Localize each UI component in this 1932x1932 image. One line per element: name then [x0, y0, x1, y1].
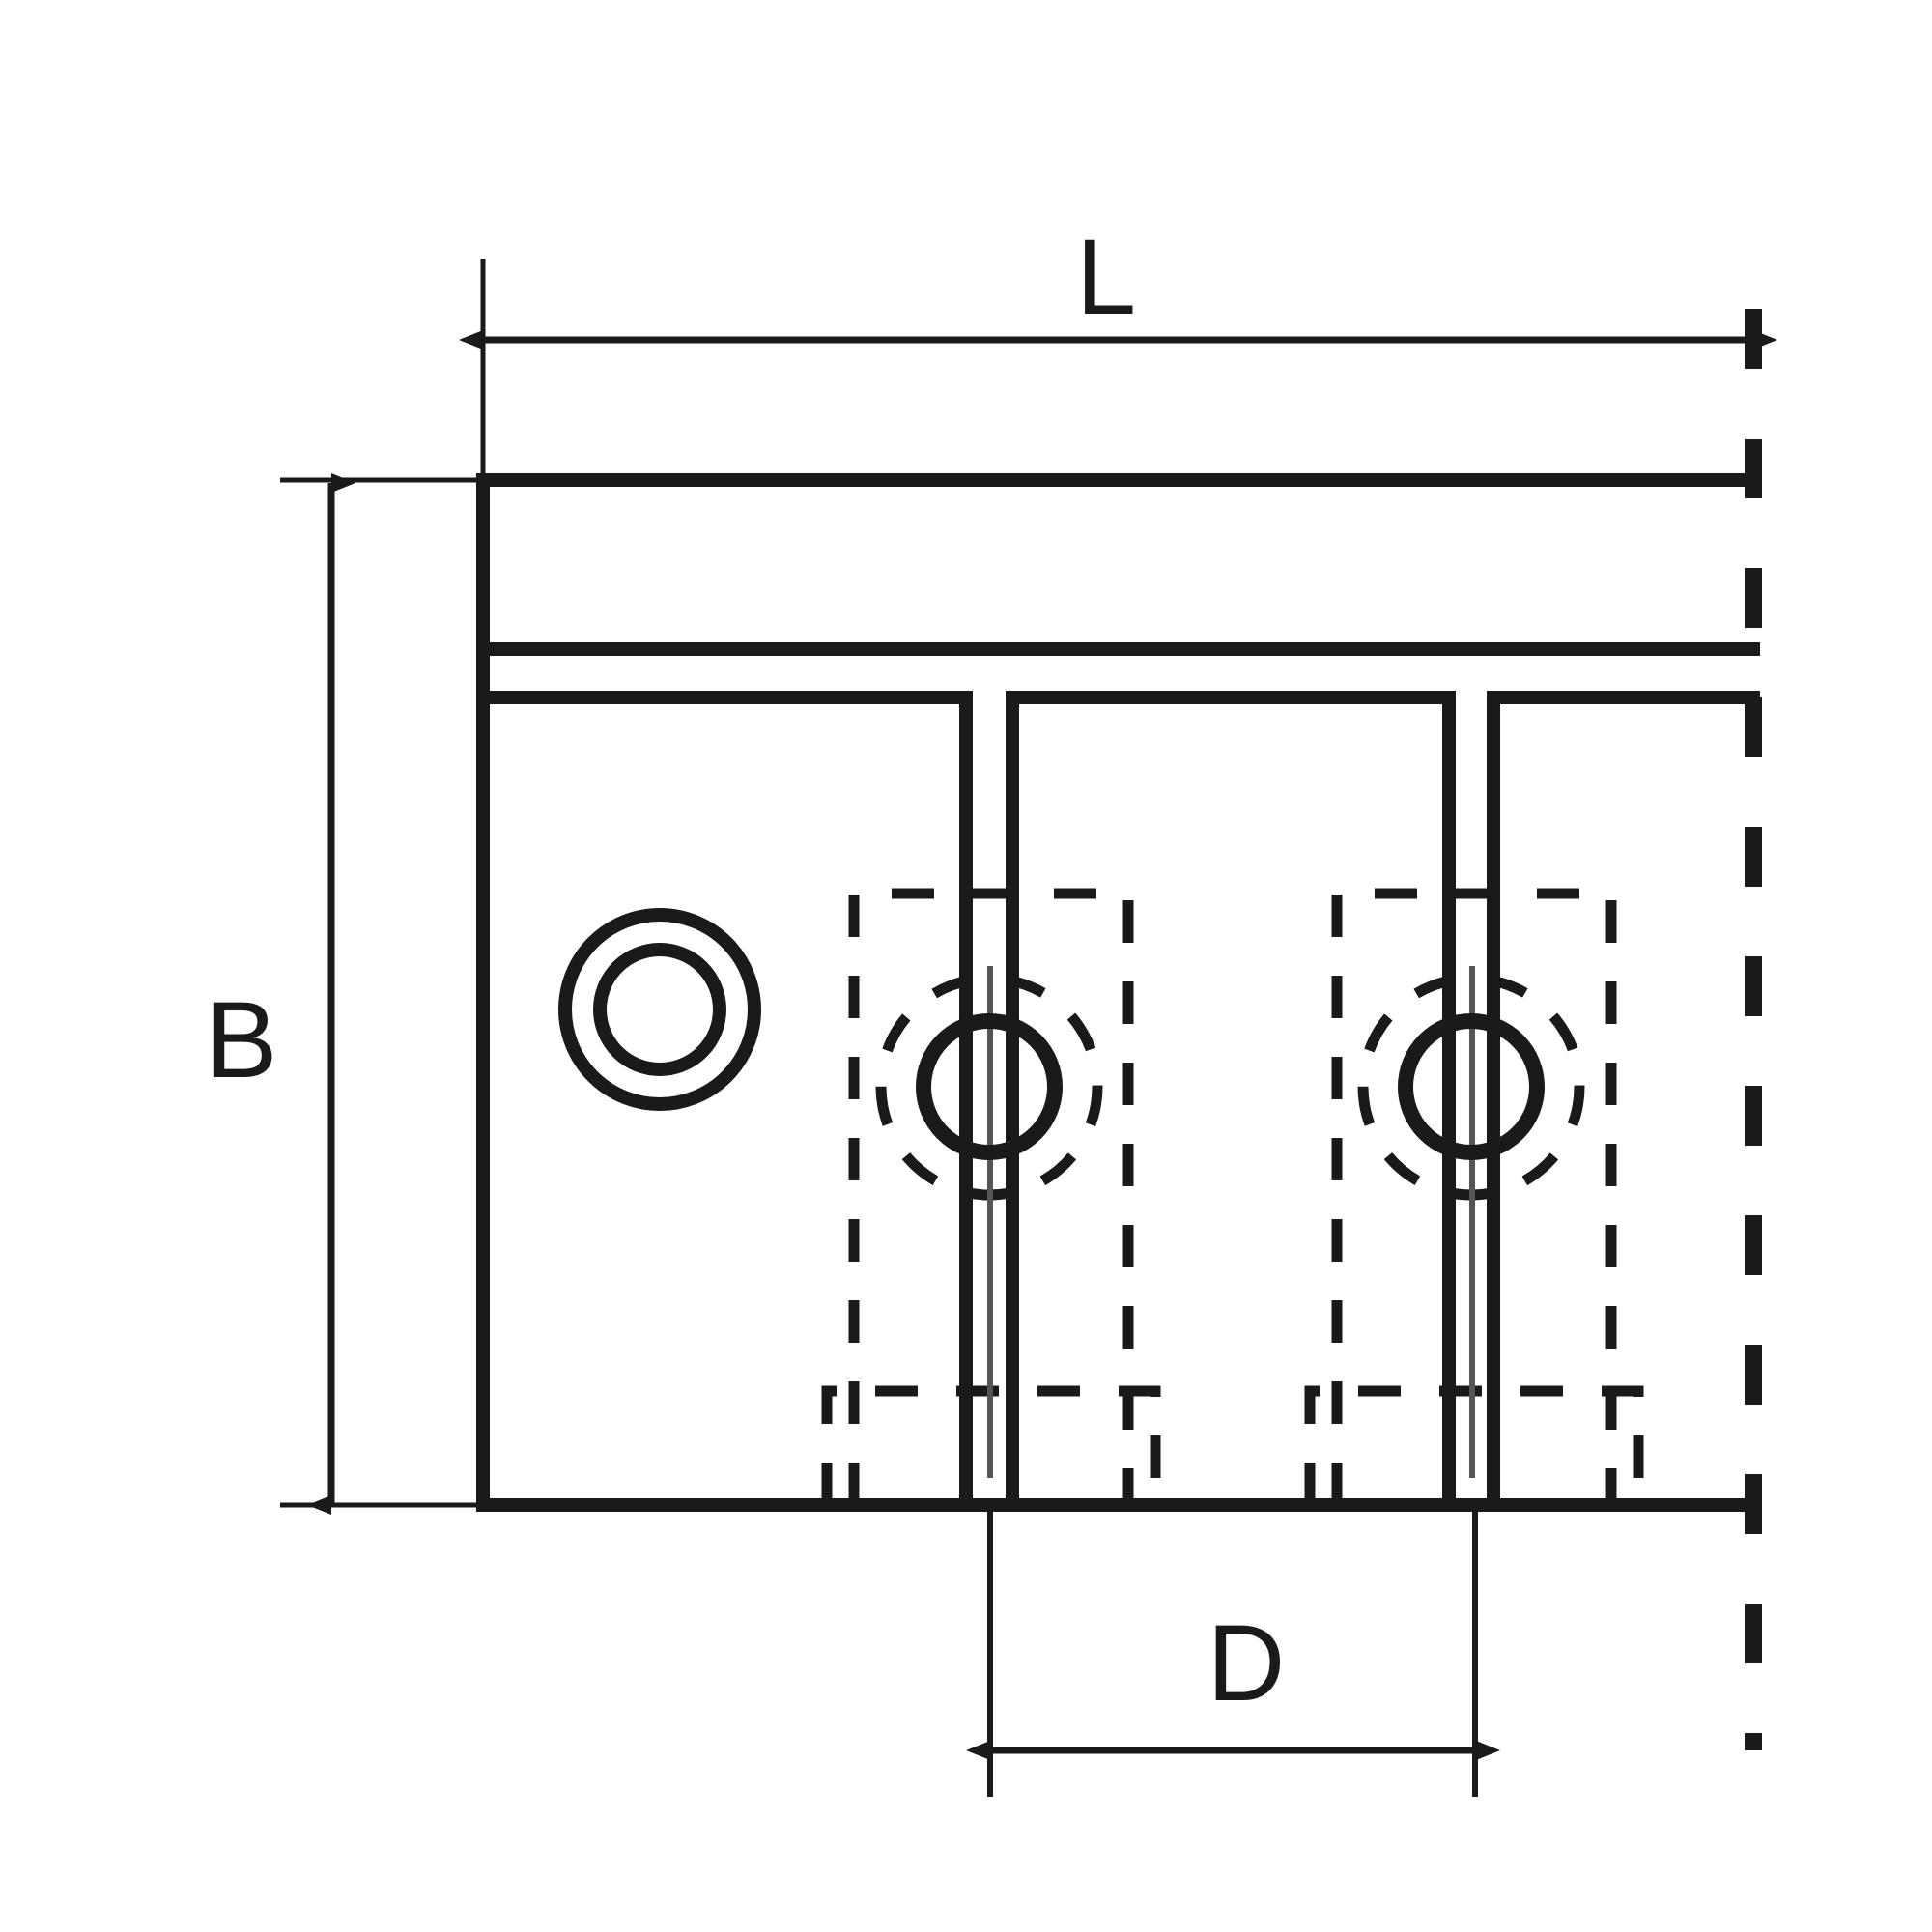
- visible-circles: [558, 908, 1545, 1160]
- dimension-D: D: [966, 1603, 1500, 1760]
- counterbore-inner-circle: [593, 943, 726, 1076]
- centre-lines: [987, 966, 1475, 1478]
- dimension-B-label: B: [206, 980, 278, 1100]
- dimension-L: L: [459, 216, 1777, 350]
- slot-2-hole-circle: [1398, 1013, 1545, 1160]
- counterbore-outer-circle: [558, 908, 761, 1111]
- dimension-B: B: [206, 473, 355, 1515]
- slot-2-hidden-rect-outer: [1331, 888, 1617, 1505]
- dimension-L-label: L: [1076, 216, 1136, 337]
- slot-1-hidden-rect-outer: [848, 888, 1134, 1505]
- dimension-D-label: D: [1208, 1603, 1286, 1723]
- slot-walls-overlay: [959, 1005, 1500, 1174]
- slot-1-hole-circle: [916, 1013, 1063, 1160]
